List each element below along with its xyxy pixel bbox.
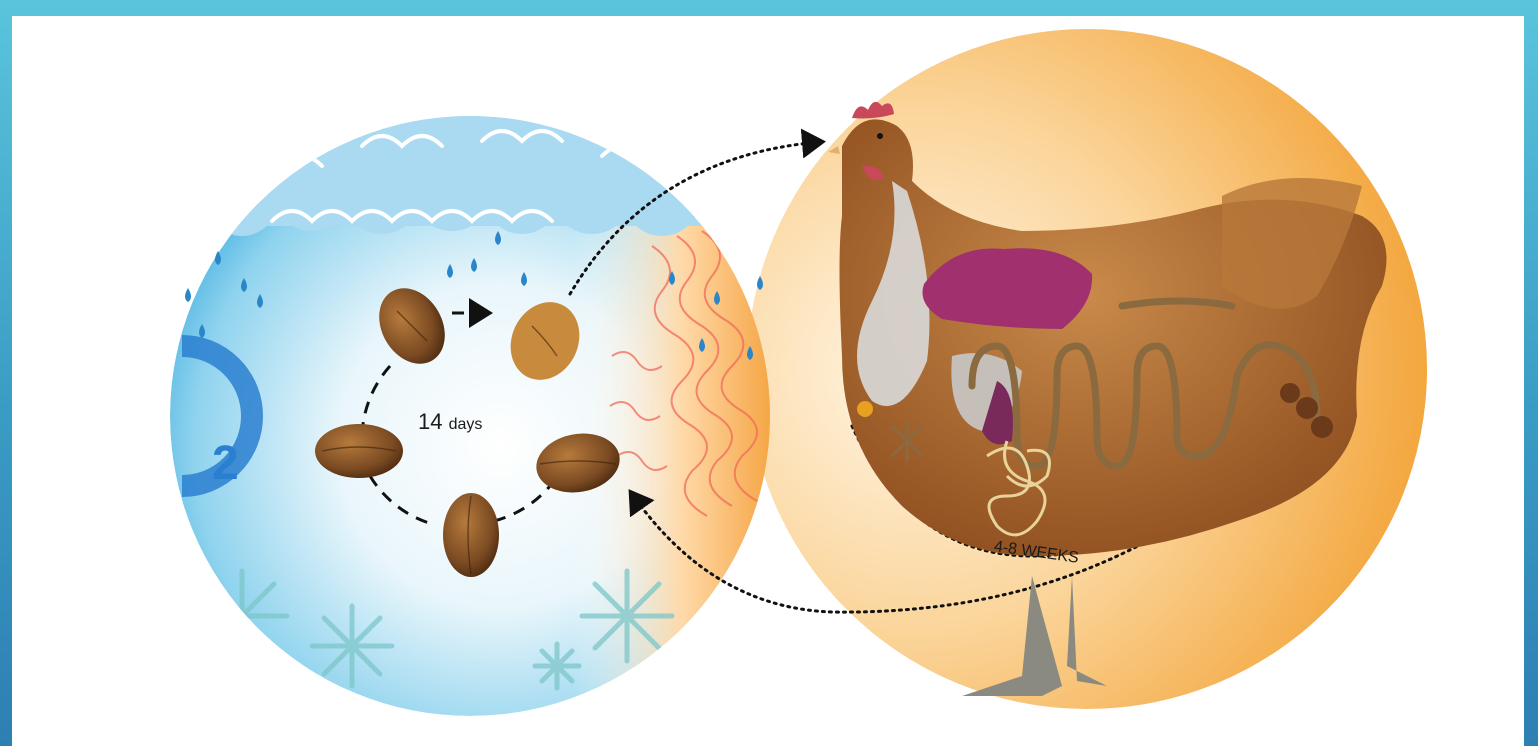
slide-frame: 14 days 2 4-8 WEEKS [12,16,1524,746]
oxygen-subscript: 2 [212,436,239,491]
life-cycle-diagram [12,16,1524,746]
cycle-duration-label: 14 days [418,409,482,435]
egg-icon [315,424,403,478]
cycle-days-number: 14 [418,409,442,434]
cycle-days-unit: days [449,416,483,433]
egg-icon [443,493,499,577]
environment-circle [162,96,792,716]
cloud-icon [162,96,782,236]
